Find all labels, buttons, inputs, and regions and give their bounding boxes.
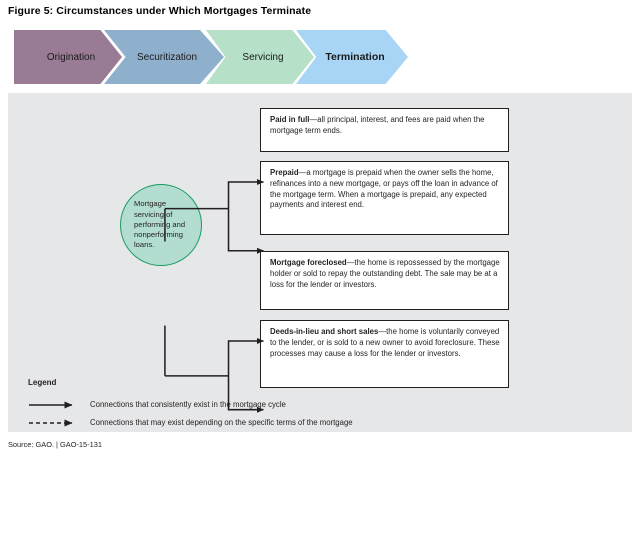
outcome-body: a mortgage is prepaid when the owner sel… xyxy=(270,168,498,210)
hub-node-label: Mortgage servicing of performing and non… xyxy=(134,199,186,250)
process-stage-label: Termination xyxy=(325,51,385,63)
outcome-box-prepaid: Prepaid—a mortgage is prepaid when the o… xyxy=(260,161,509,235)
legend-label: Connections that consistently exist in t… xyxy=(90,399,286,409)
outcome-box-paid-in-full: Paid in full—all principal, interest, an… xyxy=(260,108,509,152)
outcome-dash: — xyxy=(309,115,318,124)
dashed-arrow-icon xyxy=(28,416,84,428)
source-attribution: Source: GAO. | GAO-15-131 xyxy=(8,440,102,449)
outcome-body: the home is voluntarily conveyed to the … xyxy=(270,327,500,358)
outcome-text: Prepaid—a mortgage is prepaid when the o… xyxy=(270,168,500,211)
connector-to-prepaid xyxy=(227,208,264,254)
outcome-text: Paid in full—all principal, interest, an… xyxy=(270,115,500,137)
outcome-term: Mortgage foreclosed xyxy=(270,258,347,267)
process-stage-label: Origination xyxy=(46,51,96,63)
process-stage-strip: Origination Securitization Servicing Ter… xyxy=(14,30,454,84)
outcome-body: all principal, interest, and fees are pa… xyxy=(270,115,485,135)
outcome-dash: — xyxy=(298,168,307,177)
outcome-dash: — xyxy=(346,258,355,267)
legend-title: Legend xyxy=(28,378,57,387)
outcome-body: the home is repossessed by the mortgage … xyxy=(270,258,500,289)
outcome-box-mortgage-foreclosed: Mortgage foreclosed—the home is reposses… xyxy=(260,251,509,310)
outcome-box-deeds-in-lieu-and-short-sales: Deeds-in-lieu and short sales—the home i… xyxy=(260,320,509,388)
process-stage-label: Servicing xyxy=(242,51,284,63)
outcome-term: Deeds-in-lieu and short sales xyxy=(270,327,379,336)
hub-node-mortgage-servicing: Mortgage servicing of performing and non… xyxy=(120,184,202,266)
connector-to-paid-in-full xyxy=(227,178,264,209)
outcome-text: Mortgage foreclosed—the home is reposses… xyxy=(270,258,500,290)
legend: Legend Connections that consistently exi… xyxy=(28,378,458,431)
outcome-dash: — xyxy=(378,327,387,336)
process-stage-label: Securitization xyxy=(136,51,198,63)
legend-label: Connections that may exist depending on … xyxy=(90,417,353,427)
connector-to-foreclosed xyxy=(227,337,264,376)
outcome-text: Deeds-in-lieu and short sales—the home i… xyxy=(270,327,500,359)
process-stage-origination[interactable]: Origination xyxy=(14,30,122,84)
legend-row-dashed: Connections that may exist depending on … xyxy=(28,413,458,431)
diagram-canvas: Mortgage servicing of performing and non… xyxy=(8,93,632,432)
legend-row-solid: Connections that consistently exist in t… xyxy=(28,395,458,413)
outcome-term: Paid in full xyxy=(270,115,310,124)
solid-arrow-icon xyxy=(28,398,84,410)
outcome-term: Prepaid xyxy=(270,168,299,177)
page-title: Figure 5: Circumstances under Which Mort… xyxy=(8,5,312,17)
process-stage-securitization[interactable]: Securitization xyxy=(104,30,224,84)
